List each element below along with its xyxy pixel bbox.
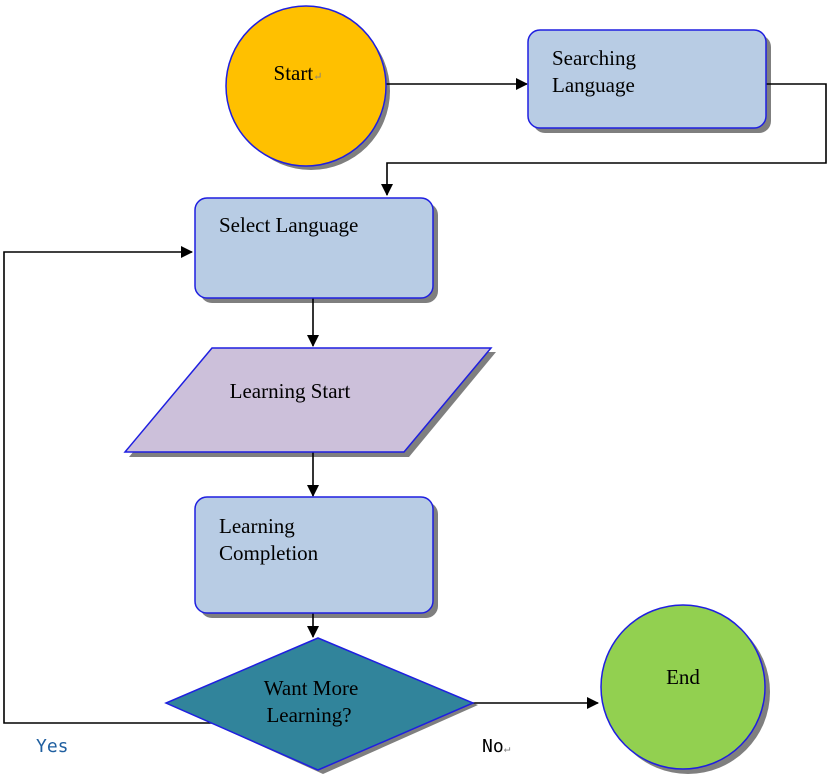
connectors (3, 78, 827, 724)
yes-branch-label: Yes (36, 736, 69, 757)
start-node (225, 5, 387, 167)
end-node (600, 604, 766, 770)
select-language-label: Select Language (219, 213, 358, 237)
start-label: Start↵ (274, 61, 323, 85)
decision-node (164, 637, 475, 771)
end-label: End (666, 665, 700, 689)
connector-decision-yes-loop (3, 246, 212, 724)
searching-language-node (527, 29, 767, 129)
learning-completion-node (194, 496, 434, 614)
connector-searching-to-select (381, 83, 827, 196)
select-language-node (194, 197, 434, 299)
no-branch-label: No↵ (482, 736, 511, 757)
learning-start-node (123, 347, 493, 453)
learning-start-label: Learning Start (230, 379, 351, 403)
